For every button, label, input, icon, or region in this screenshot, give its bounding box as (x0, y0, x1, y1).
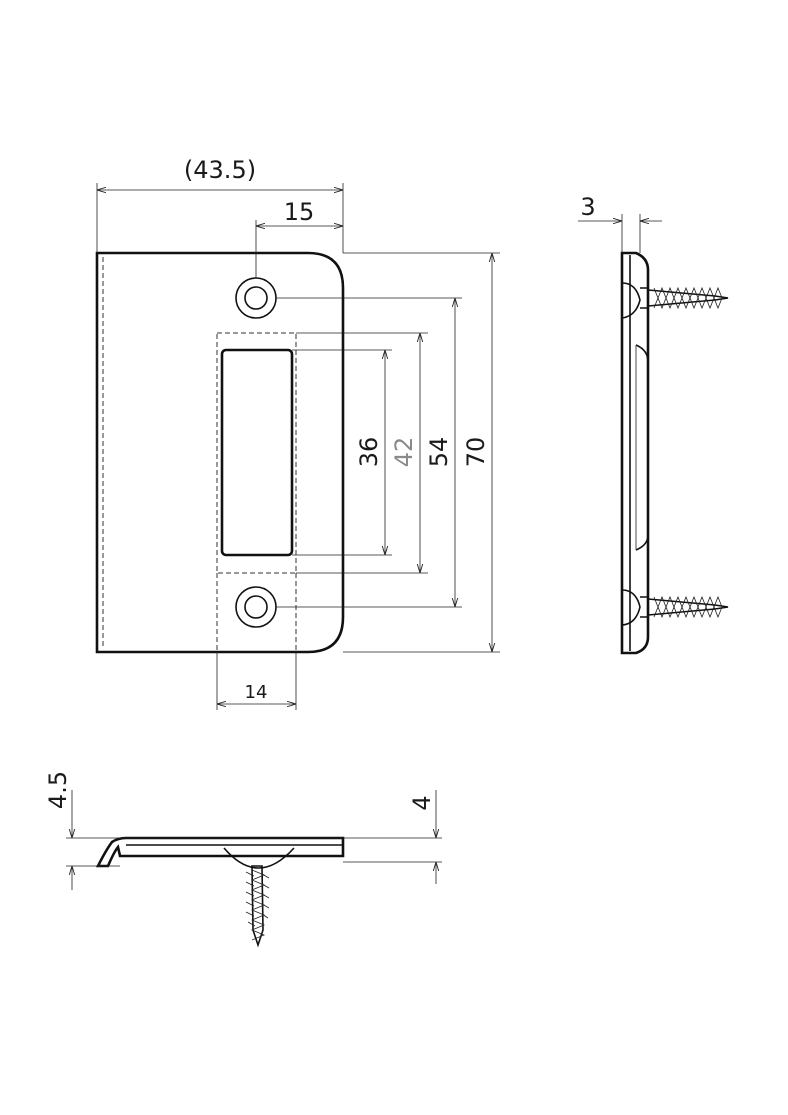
dim-slot-height: 36 (355, 437, 383, 468)
dim-recess-height: 42 (390, 437, 418, 468)
dim-plate-height: 70 (462, 437, 490, 468)
recess-outline (216, 332, 297, 574)
front-dimensions: (43.5) 15 70 54 42 36 14 (96, 156, 500, 710)
dim-hole-spacing: 54 (425, 437, 453, 468)
side-bottom-screw (640, 595, 729, 619)
dim-width-overall: (43.5) (184, 156, 256, 184)
dim-bottom-lip: 4 (408, 795, 436, 810)
dim-hole-offset: 15 (284, 198, 315, 226)
bottom-screw-hole (235, 586, 277, 628)
latch-slot (220, 348, 294, 557)
dim-side-thickness: 3 (580, 193, 595, 221)
bottom-screw (245, 865, 270, 948)
dim-recess-width: 14 (245, 682, 268, 703)
side-top-screw (640, 286, 729, 310)
bottom-view: 4.5 4 (44, 771, 442, 948)
dim-bottom-height: 4.5 (44, 771, 72, 809)
top-screw-hole (235, 277, 277, 319)
front-view (95, 251, 345, 654)
side-view: 3 (578, 193, 729, 655)
plate-outline (95, 251, 345, 654)
